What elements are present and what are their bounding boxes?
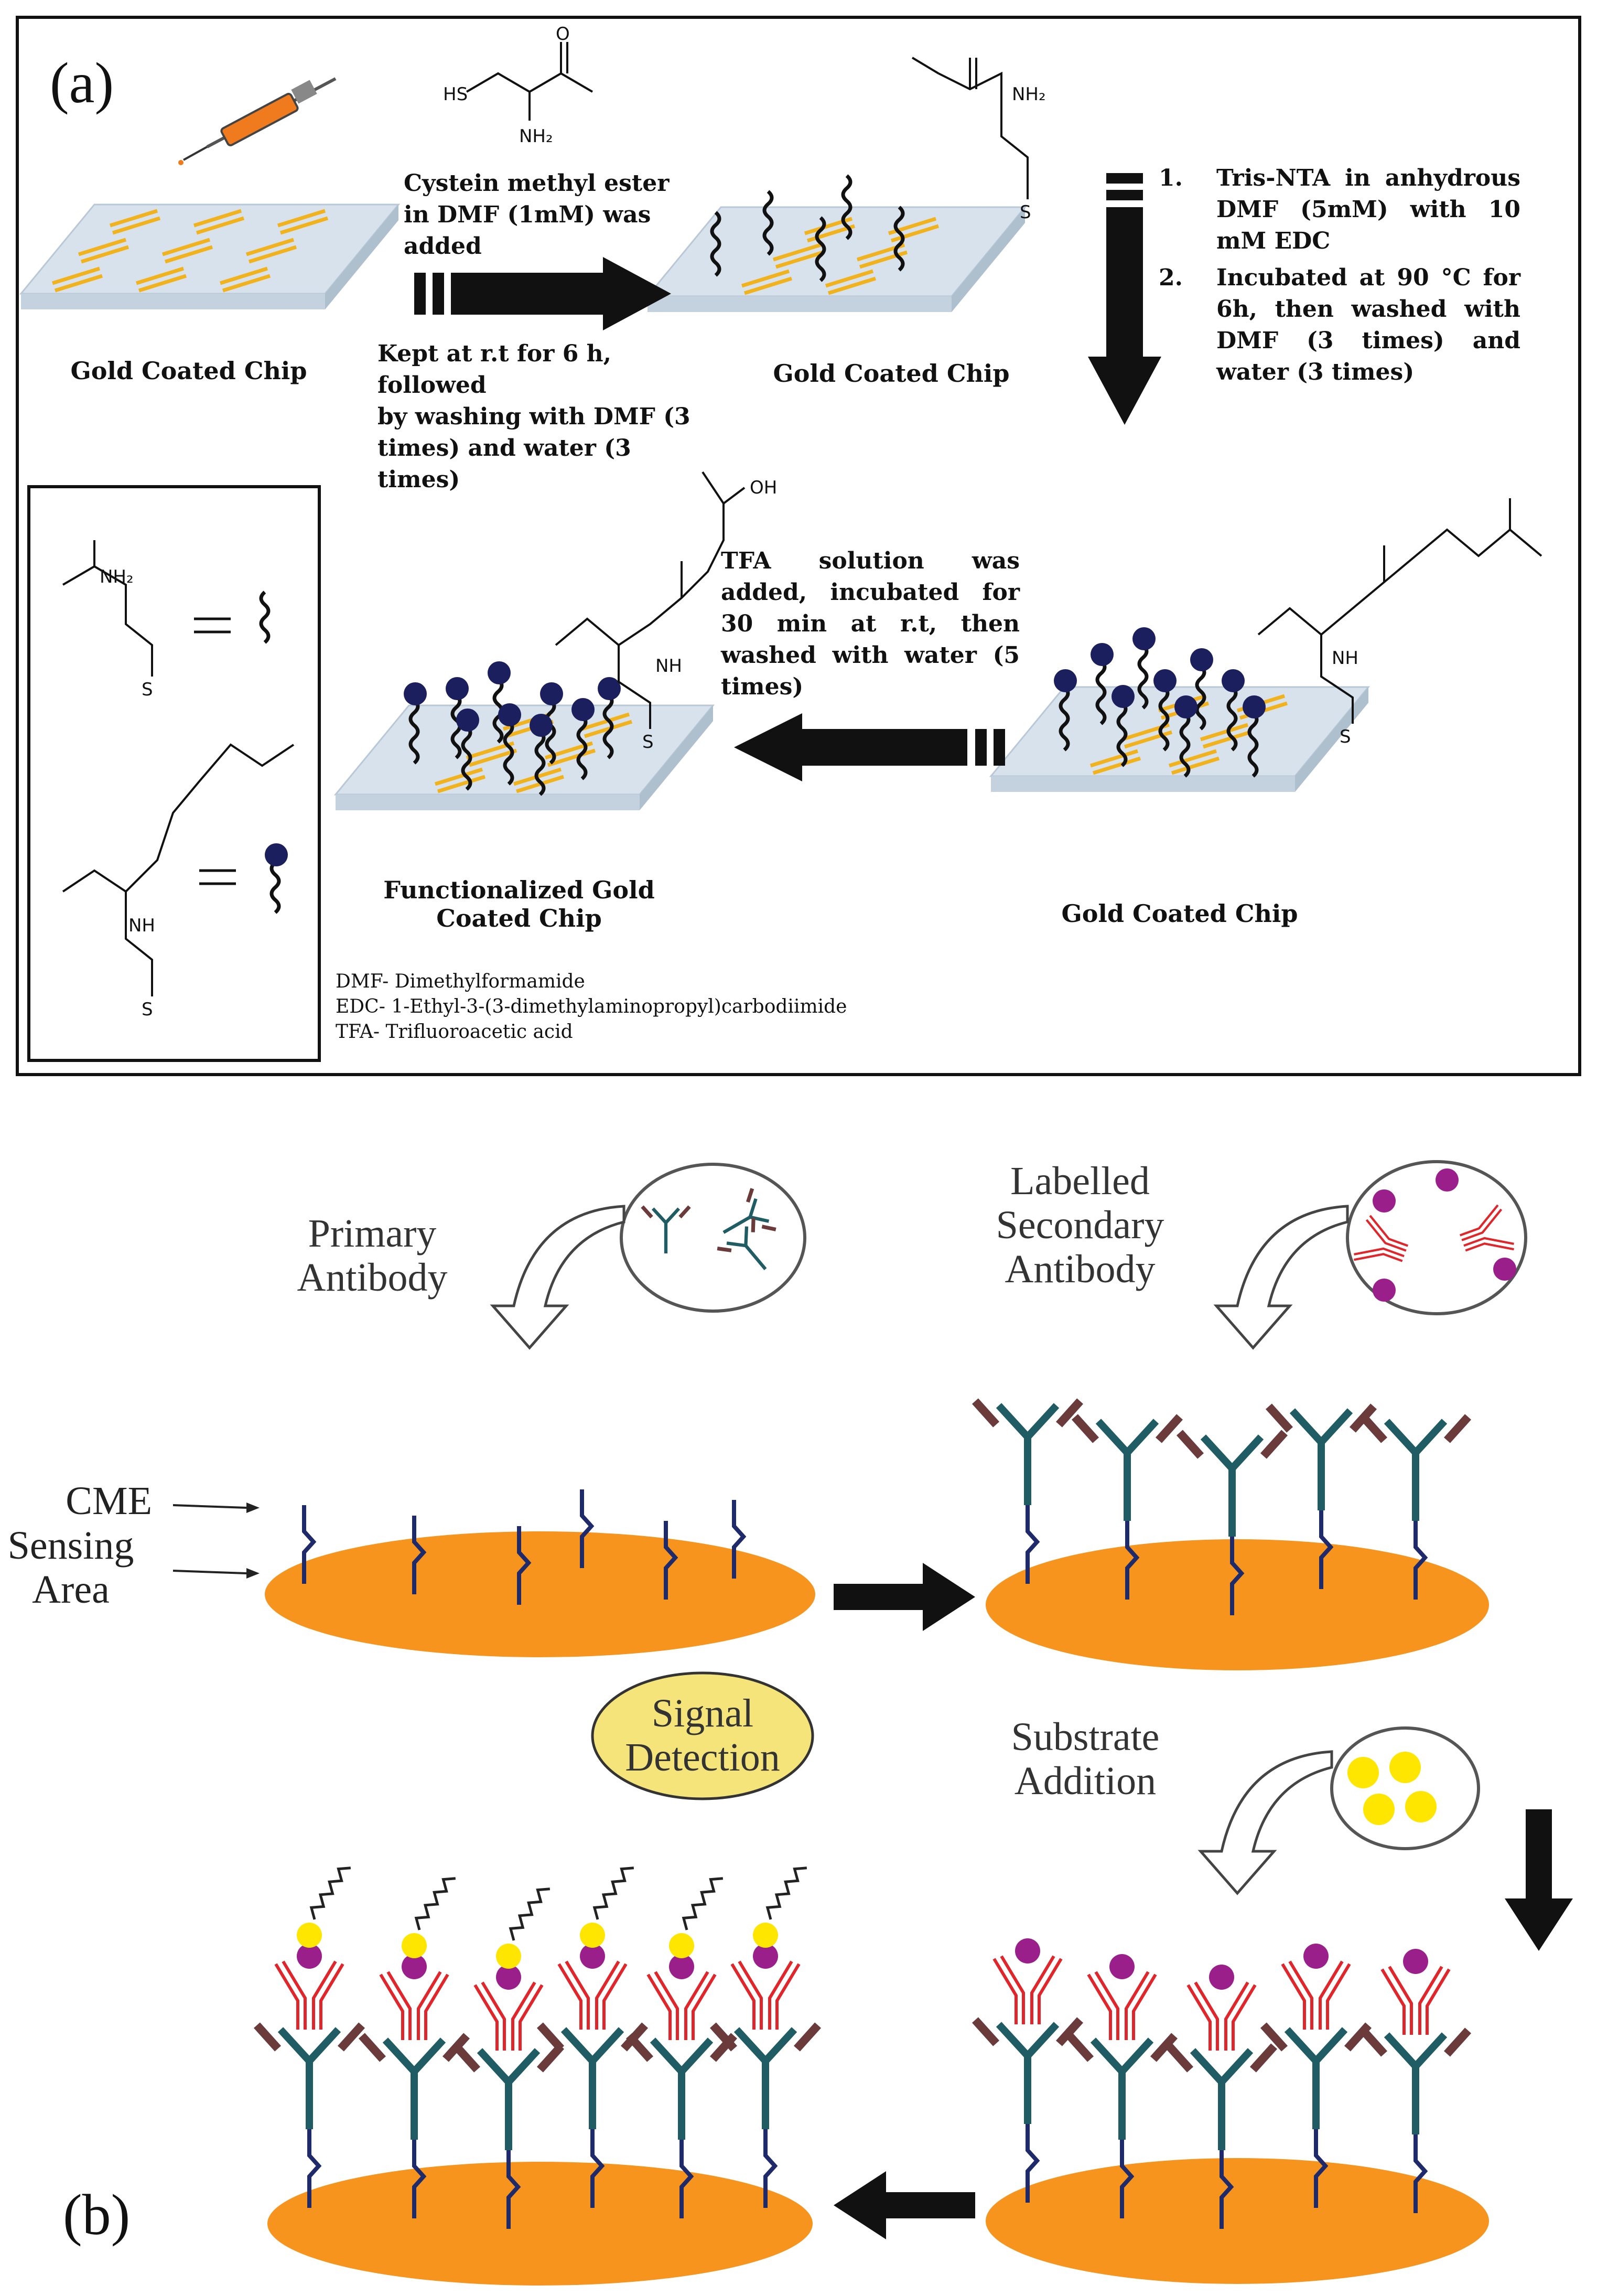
arrow-right-icon-b bbox=[834, 1563, 975, 1631]
substrate-addition-label: Substrate Addition bbox=[980, 1715, 1190, 1803]
legend-label-nh: NH bbox=[128, 915, 155, 936]
curved-arrow-icon bbox=[490, 1205, 625, 1350]
sensing-line-2: Area bbox=[32, 1568, 110, 1612]
chip-label-4: Functionalized Gold Coated Chip bbox=[362, 876, 676, 932]
chip3-molecule bbox=[1257, 498, 1542, 724]
sensing-area-label: Sensing Area bbox=[0, 1523, 142, 1612]
chip4-molecule bbox=[555, 471, 746, 729]
chip2-molecule bbox=[911, 57, 1029, 199]
reagent-line-3: added bbox=[404, 233, 482, 260]
step2-num-1: 1. bbox=[1159, 165, 1183, 191]
reagent-line-1: Cystein methyl ester bbox=[404, 170, 670, 197]
secondary-line-2: Secondary bbox=[996, 1203, 1164, 1247]
chip-label-3: Gold Coated Chip bbox=[1061, 899, 1298, 928]
sensing-area-1 bbox=[265, 1531, 815, 1657]
signal-line-1: Signal bbox=[651, 1691, 754, 1735]
arrow-down-icon-b bbox=[1505, 1809, 1573, 1951]
reagent-line-2: in DMF (1mM) was bbox=[404, 201, 651, 228]
curved-arrow-icon-2 bbox=[1213, 1205, 1349, 1350]
arrow-left-icon-b bbox=[834, 2171, 975, 2239]
step1-line-1: Kept at r.t for 6 h, followed bbox=[377, 340, 611, 399]
abbr-edc: EDC- 1-Ethyl-3-(3-dimethylaminopropyl)ca… bbox=[336, 996, 847, 1017]
chem-label-s: S bbox=[1020, 202, 1031, 223]
step2-num-2: 2. bbox=[1159, 264, 1183, 291]
gold-chip-2 bbox=[646, 176, 1026, 313]
chem-label-o: O bbox=[556, 24, 570, 45]
chem-label-hs: HS bbox=[443, 84, 468, 105]
secondary-line-3: Antibody bbox=[1005, 1247, 1156, 1291]
chem-label-nh2: NH₂ bbox=[519, 126, 553, 147]
abbreviation-list: DMF- Dimethylformamide EDC- 1-Ethyl-3-(3… bbox=[336, 969, 847, 1045]
cme-label: CME bbox=[66, 1479, 152, 1523]
panel-b-graphics bbox=[172, 1160, 1573, 2286]
panel-a-label: (a) bbox=[50, 51, 114, 115]
gold-chip-3 bbox=[990, 627, 1369, 793]
legend-graphics bbox=[62, 540, 295, 996]
primary-antibody-bubble bbox=[620, 1163, 806, 1313]
legend-frame bbox=[27, 485, 321, 1062]
curved-arrow-icon-3 bbox=[1197, 1750, 1333, 1895]
panel-a-graphics bbox=[20, 42, 1542, 996]
step3-text: TFA solution was added, incubated for 30… bbox=[721, 548, 1020, 700]
chem-label-s-2: S bbox=[1340, 726, 1351, 747]
gold-chip-1 bbox=[20, 203, 400, 310]
chem-label-nh: NH bbox=[1332, 648, 1358, 669]
syringe-icon bbox=[178, 77, 337, 165]
abbr-tfa: TFA- Trifluoroacetic acid bbox=[336, 1021, 573, 1043]
step2-item-2: Incubated at 90 °C for 6h, then washed w… bbox=[1216, 264, 1520, 385]
chem-label-nh-2: NH bbox=[655, 656, 682, 677]
step1-conditions: Kept at r.t for 6 h, followed by washing… bbox=[377, 338, 713, 496]
chem-label-oh: OH bbox=[750, 477, 778, 498]
chip-label-1: Gold Coated Chip bbox=[70, 357, 307, 385]
chip-label-4-line-1: Functionalized Gold bbox=[383, 876, 655, 904]
substrate-line-2: Addition bbox=[1014, 1759, 1157, 1803]
sensing-area-3 bbox=[986, 2158, 1489, 2284]
sensing-line-1: Sensing bbox=[7, 1523, 134, 1568]
chem-label-s-3: S bbox=[642, 732, 654, 753]
arrow-right-icon bbox=[414, 257, 671, 330]
substrate-bubble bbox=[1330, 1726, 1480, 1850]
substrate-line-1: Substrate bbox=[1011, 1715, 1160, 1759]
primary-antibody-label: Primary Antibody bbox=[273, 1211, 472, 1300]
legend-label-s-2: S bbox=[142, 999, 153, 1020]
step2-item-1: Tris-NTA in anhydrous DMF (5mM) with 10 … bbox=[1216, 165, 1520, 254]
arrow-down-icon bbox=[1088, 173, 1161, 425]
primary-line-2: Antibody bbox=[297, 1256, 448, 1300]
legend-label-s: S bbox=[142, 679, 153, 700]
step1-line-2: by washing with DMF (3 bbox=[377, 403, 690, 430]
arrow-left-icon bbox=[734, 713, 1005, 781]
panel-a-frame bbox=[16, 16, 1581, 1076]
signal-detection-label: Signal Detection bbox=[603, 1691, 802, 1779]
gold-chip-4 bbox=[334, 661, 714, 811]
sensing-area-2 bbox=[986, 1539, 1489, 1670]
panel-b-label: (b) bbox=[63, 2183, 131, 2247]
chip-label-2: Gold Coated Chip bbox=[773, 359, 1010, 388]
primary-line-1: Primary bbox=[308, 1211, 437, 1256]
step1-line-3: times) and water (3 times) bbox=[377, 435, 631, 493]
secondary-line-1: Labelled bbox=[1010, 1159, 1150, 1203]
signal-detection-bubble bbox=[591, 1671, 814, 1800]
signal-line-2: Detection bbox=[625, 1735, 780, 1779]
cysteine-structure bbox=[466, 42, 594, 121]
abbr-dmf: DMF- Dimethylformamide bbox=[336, 971, 585, 992]
chem-label-nh2-2: NH₂ bbox=[1012, 84, 1046, 105]
sensing-area-4 bbox=[267, 2162, 813, 2286]
secondary-antibody-label: Labelled Secondary Antibody bbox=[965, 1159, 1195, 1291]
reagent-text: Cystein methyl ester in DMF (1mM) was ad… bbox=[404, 168, 676, 262]
chip-label-4-line-2: Coated Chip bbox=[436, 904, 602, 932]
legend-label-nh2: NH₂ bbox=[100, 566, 134, 587]
